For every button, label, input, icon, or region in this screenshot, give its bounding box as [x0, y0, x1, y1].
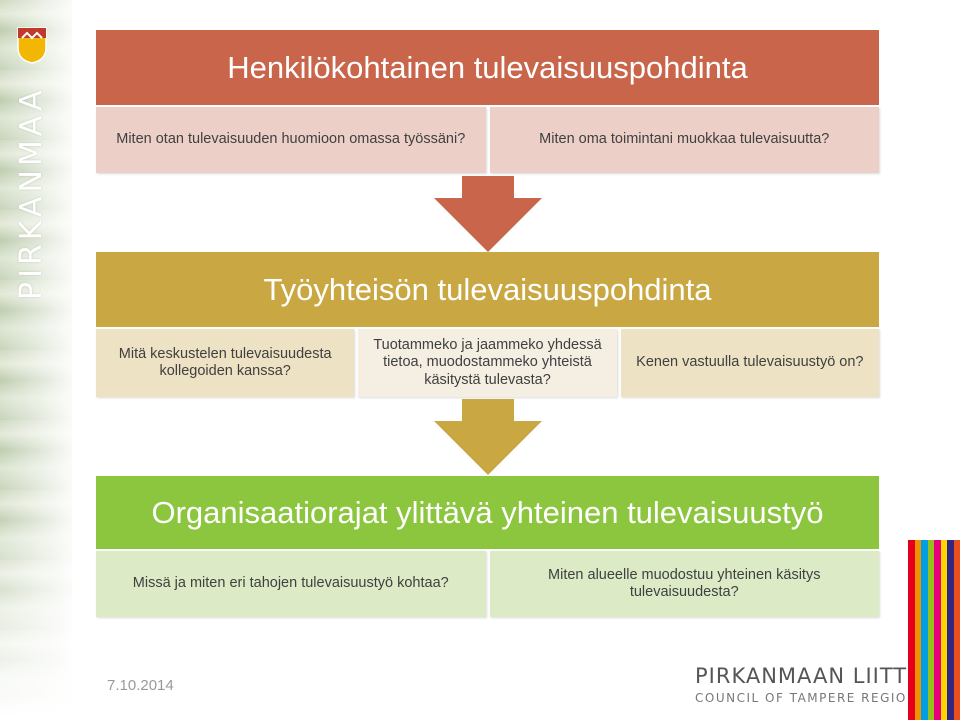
level1-header: Henkilökohtainen tulevaisuuspohdinta: [96, 30, 879, 105]
footer-date: 7.10.2014: [107, 677, 174, 694]
level2-title: Työyhteisön tulevaisuuspohdinta: [263, 271, 712, 307]
organization-subtitle: COUNCIL OF TAMPERE REGION: [695, 691, 918, 705]
level2-cell-3: Kenen vastuulla tulevaisuustyö on?: [620, 329, 879, 397]
level2-cell-2: Tuotammeko ja jaammeko yhdessä tietoa, m…: [358, 329, 617, 397]
level2-cell-1: Mitä keskustelen tulevaisuudesta kollego…: [96, 329, 355, 397]
level3-cell-1: Missä ja miten eri tahojen tulevaisuusty…: [96, 551, 486, 617]
level3-row: Missä ja miten eri tahojen tulevaisuusty…: [96, 551, 879, 617]
level1-row: Miten otan tulevaisuuden huomioon omassa…: [96, 107, 879, 173]
level2-row: Mitä keskustelen tulevaisuudesta kollego…: [96, 329, 879, 397]
level3-cell-2: Miten alueelle muodostuu yhteinen käsity…: [489, 551, 879, 617]
level1-cell-1: Miten otan tulevaisuuden huomioon omassa…: [96, 107, 486, 173]
organization-name: PIRKANMAAN LIITTO: [695, 664, 925, 688]
level3-header: Organisaatiorajat ylittävä yhteinen tule…: [96, 476, 879, 549]
down-arrow-icon: [434, 176, 542, 252]
down-arrow-icon: [434, 399, 542, 475]
level1-title: Henkilökohtainen tulevaisuuspohdinta: [227, 49, 748, 85]
level1-cell-2: Miten oma toimintani muokkaa tulevaisuut…: [489, 107, 879, 173]
level2-header: Työyhteisön tulevaisuuspohdinta: [96, 252, 879, 327]
crest-icon: [17, 27, 47, 64]
left-decorative-strip: [0, 0, 72, 720]
level3-title: Organisaatiorajat ylittävä yhteinen tule…: [151, 494, 824, 530]
decorative-stripes: [908, 540, 960, 720]
